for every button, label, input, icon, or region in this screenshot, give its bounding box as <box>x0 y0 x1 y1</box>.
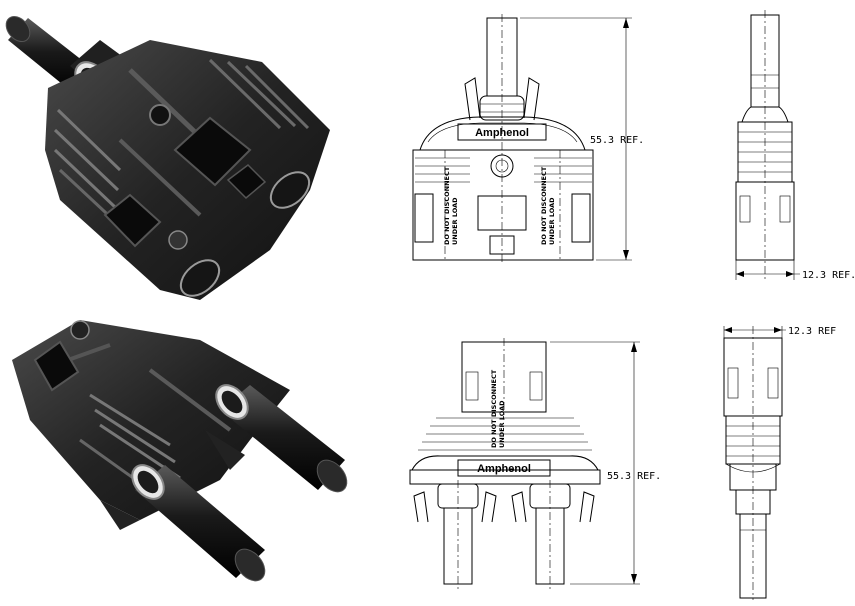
warning-bottom: DO NOT DISCONNECT UNDER LOAD <box>490 368 506 448</box>
brand-plate-top <box>457 123 547 141</box>
housing-top <box>45 40 330 300</box>
window-bottom <box>33 340 80 392</box>
hole-bottom <box>70 320 90 340</box>
warning-left-top: DO NOT DISCONNECT UNDER LOAD <box>443 165 459 245</box>
brand-label-top: Amphenol <box>475 127 529 139</box>
fins-front-top <box>415 157 592 183</box>
drawing-front-bottom: DO NOT DISCONNECT UNDER LOAD Amphenol <box>409 338 661 590</box>
photo-connector-top <box>5 15 330 300</box>
warning-right-top: DO NOT DISCONNECT UNDER LOAD <box>540 165 556 245</box>
pin-bottom-right <box>215 384 348 493</box>
badge-icon <box>168 230 188 250</box>
fins-front-bottom <box>418 417 592 451</box>
window-side-top <box>103 193 162 248</box>
dim-width-top: 12.3 REF. <box>802 270 855 281</box>
drawing-side-top: 12.3 REF. <box>735 10 855 281</box>
brand-plate-bottom <box>457 459 551 477</box>
drawing-front-top: Amphenol DO NOT DISCONNECT UNDER LOAD DO… <box>412 14 644 265</box>
photo-connector-bottom <box>12 320 348 582</box>
dim-height-bottom: 55.3 REF. <box>607 471 661 482</box>
dim-width-bottom: 12.3 REF <box>788 326 836 337</box>
dim-height-top: 55.3 REF. <box>590 135 644 146</box>
housing-bottom <box>12 320 290 520</box>
pin-bottom-left <box>131 464 266 582</box>
hole-front-top <box>490 154 514 178</box>
socket-end-a <box>179 259 221 297</box>
window-center-top <box>173 116 252 187</box>
hole-top <box>149 104 171 126</box>
socket-end-b <box>269 171 311 209</box>
drawing-side-bottom: 12.3 REF <box>723 326 836 600</box>
brand-label-bottom: Amphenol <box>477 463 531 475</box>
pins-front-bottom <box>413 480 595 590</box>
fins-top <box>53 58 310 228</box>
